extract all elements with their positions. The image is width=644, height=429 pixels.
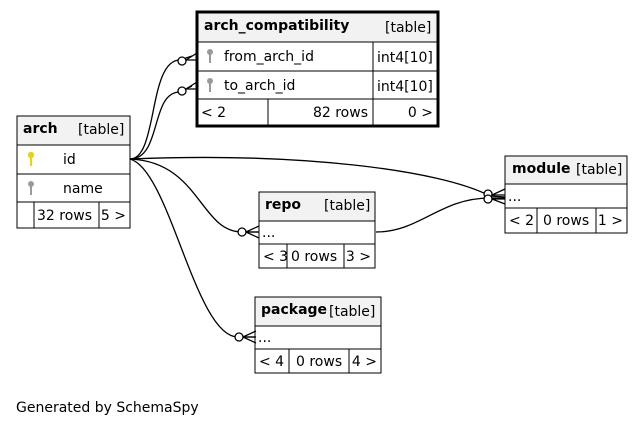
column-placeholder: ... (508, 189, 521, 205)
children-count[interactable]: 4 > (352, 354, 377, 370)
column-placeholder: ... (258, 330, 271, 346)
crowfoot-repo (237, 225, 260, 239)
edge-repo-to-module (375, 197, 505, 233)
crowfoot-package (234, 330, 257, 344)
row-count: 0 rows (291, 249, 337, 265)
table-name: repo (265, 197, 301, 213)
row-count: 32 rows (37, 208, 92, 224)
edge-arch-to-module (129, 156, 506, 198)
parents-count[interactable]: < 2 (201, 105, 226, 121)
table-package[interactable]: package [table] ... < 4 0 rows 4 > (254, 296, 382, 374)
column-name: from_arch_id (224, 49, 314, 65)
column-type: int4[10] (377, 50, 433, 66)
table-type-label: [table] (324, 198, 370, 214)
table-name: package (261, 302, 327, 318)
children-count[interactable]: 5 > (101, 208, 126, 224)
children-count[interactable]: 3 > (346, 249, 371, 265)
column-name: name (63, 181, 103, 197)
table-name: arch_compatibility (204, 18, 349, 34)
table-arch[interactable]: arch [table] id name 32 rows 5 > (16, 115, 131, 229)
edge-arch-to-from-arch-id (129, 55, 193, 160)
relationship-edges (129, 55, 506, 338)
foreign-key-icon (207, 49, 213, 63)
table-type-label: [table] (78, 122, 124, 138)
row-count: 0 rows (543, 213, 589, 229)
crowfoot-module-b (483, 194, 506, 205)
children-count[interactable]: 0 > (408, 105, 433, 121)
parents-count[interactable]: < 3 (263, 249, 288, 265)
edge-endings (177, 52, 506, 344)
table-name: module (512, 161, 571, 177)
table-type-label: [table] (576, 162, 622, 178)
crowfoot-from-arch-id (177, 52, 198, 66)
primary-key-icon (27, 151, 35, 166)
table-type-label: [table] (385, 20, 431, 36)
edge-arch-to-to-arch-id (129, 85, 193, 160)
column-type: int4[10] (377, 79, 433, 95)
edge-arch-to-package (129, 158, 255, 338)
table-repo[interactable]: repo [table] ... < 3 0 rows 3 > (258, 191, 376, 269)
row-count: 0 rows (296, 354, 342, 370)
column-name: id (63, 152, 76, 168)
generated-by-label: Generated by SchemaSpy (16, 400, 199, 416)
foreign-key-icon (28, 181, 34, 195)
column-name: to_arch_id (224, 78, 295, 94)
parents-count[interactable]: < 4 (259, 354, 284, 370)
table-arch-compatibility[interactable]: arch_compatibility [table] from_arch_id … (195, 10, 440, 128)
children-count[interactable]: 1 > (598, 213, 623, 229)
row-count: 82 rows (313, 105, 368, 121)
column-placeholder: ... (262, 225, 275, 241)
table-name: arch (23, 121, 58, 137)
table-module[interactable]: module [table] ... < 2 0 rows 1 > (504, 155, 628, 234)
table-type-label: [table] (329, 304, 375, 320)
edge-arch-to-repo (129, 158, 259, 233)
parents-count[interactable]: < 2 (509, 213, 534, 229)
foreign-key-icon (207, 78, 213, 92)
crowfoot-to-arch-id (177, 81, 198, 96)
